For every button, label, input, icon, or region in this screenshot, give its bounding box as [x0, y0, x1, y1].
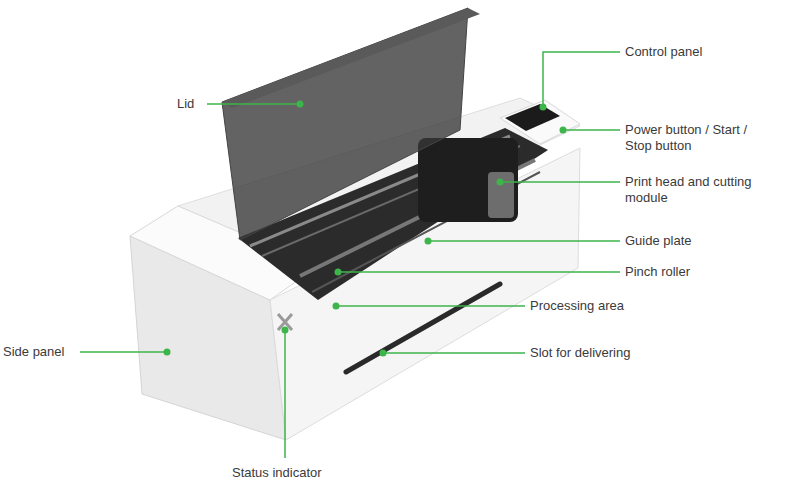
leader-lines — [80, 52, 620, 458]
part-label: Control panel — [625, 44, 702, 60]
part-label: Status indicator — [232, 465, 322, 481]
part-label: Side panel — [3, 344, 64, 360]
cutter — [488, 172, 514, 218]
part-label: Guide plate — [625, 233, 692, 249]
print-head-module — [418, 138, 518, 222]
part-label: Slot for delivering — [530, 345, 630, 361]
part-label: Pinch roller — [625, 264, 690, 280]
right-cap-top — [500, 100, 580, 144]
leader-dots — [164, 101, 567, 357]
part-label: Power button / Start / Stop button — [625, 122, 765, 154]
part-label: Print head and cutting module — [625, 174, 775, 206]
part-label: Lid — [177, 96, 194, 112]
control-panel-screen — [505, 104, 560, 131]
delivery-slot — [346, 284, 500, 372]
lid-shape — [222, 8, 468, 240]
part-label: Processing area — [530, 298, 624, 314]
lid-top-edge — [222, 8, 480, 108]
